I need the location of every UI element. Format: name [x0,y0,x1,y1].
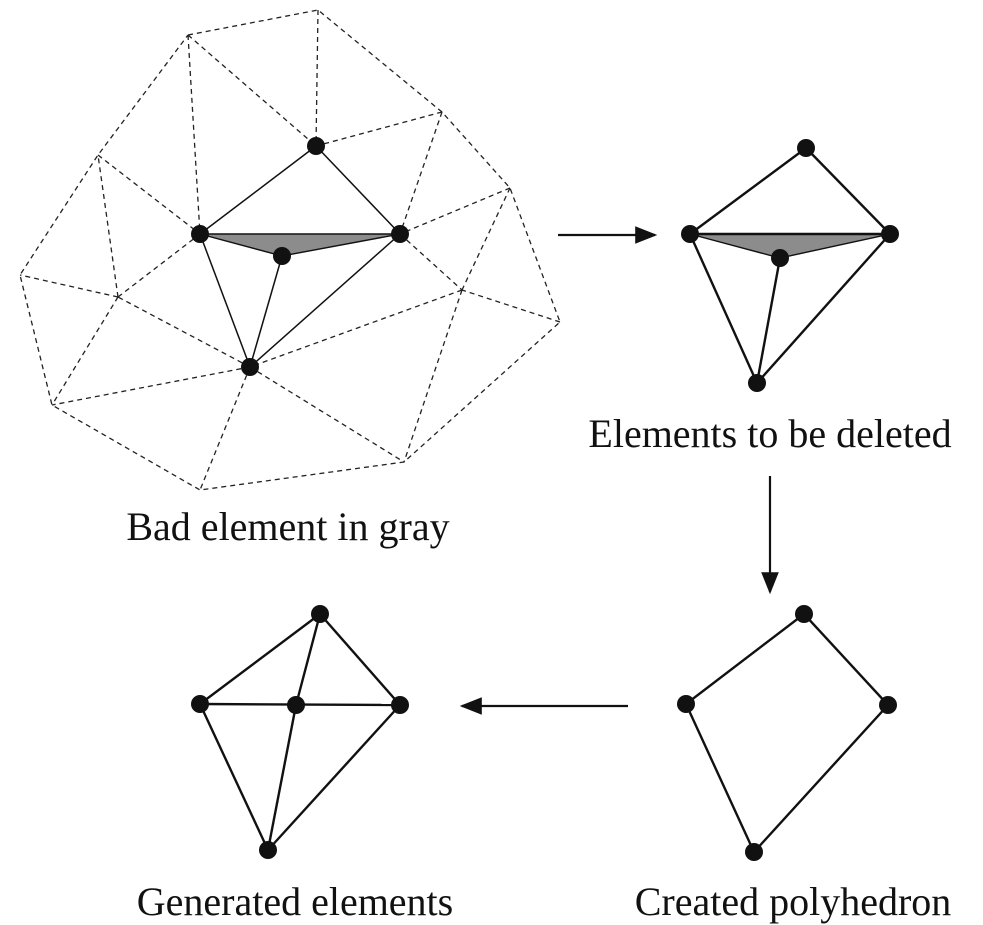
node [287,696,305,714]
mesh-edge [51,296,119,406]
deleted-element-nodes [681,139,899,392]
generated-element-edges [198,613,401,851]
node [879,696,897,714]
solid-edge [199,233,251,368]
caption-elements-to-delete: Elements to be deleted [588,411,951,456]
polyhedron-nodes [677,605,897,861]
solid-edge [198,703,270,851]
solid-edge [689,147,807,235]
node [748,374,766,392]
mesh-edge [403,289,463,463]
solid-edge [249,255,283,368]
surrounding-mesh [19,9,561,491]
node [191,695,209,713]
generated-element-nodes [191,605,409,859]
caption-bad-element: Bad element in gray [126,504,449,549]
mesh-edge [461,289,561,323]
caption-generated-elements: Generated elements [137,879,454,924]
node [795,605,813,623]
cavity-edges [199,145,401,368]
solid-edge [199,145,317,235]
solid-edge [319,613,401,706]
mesh-edge [249,366,405,463]
bad-element-gray [689,233,891,259]
node [191,225,209,243]
mesh-edge [187,34,317,147]
node [307,137,325,155]
deleted-element-edges [688,147,891,384]
node [273,247,291,265]
mesh-edge [249,289,463,368]
mesh-edge [97,154,119,298]
panel-elements-to-delete: Elements to be deleted [588,139,952,456]
mesh-edge [187,34,201,235]
node [677,695,695,713]
solid-edge [199,613,321,705]
node [745,843,763,861]
solid-edge [249,233,401,368]
mesh-edge [97,154,201,235]
mesh-edge [315,9,319,147]
mesh-edge [399,233,463,291]
node [259,841,277,859]
node [391,225,409,243]
node [881,225,899,243]
polyhedron-outline [684,612,890,855]
bad-element-gray [199,233,401,257]
node [681,225,699,243]
solid-edge [266,704,298,851]
node [241,358,259,376]
solid-edge [315,145,401,235]
mesh-edge [117,296,251,368]
node [797,139,815,157]
solid-edge [267,704,401,851]
solid-edge [755,257,782,384]
mesh-edge [315,111,443,147]
solid-edge [688,233,759,384]
mesh-nodes [191,137,409,376]
mesh-edge [51,366,251,406]
node [391,696,409,714]
mesh-edge [399,187,511,235]
solid-edge [756,233,891,384]
mesh-edge [199,366,251,491]
panel-created-polyhedron: Created polyhedron [635,605,952,924]
solid-edge [805,147,891,235]
mesh-edge [117,233,201,298]
mesh-edge [461,187,511,291]
node [311,605,329,623]
node [771,249,789,267]
panel-generated-elements: Generated elements [137,605,454,924]
mesh-edge [19,274,119,298]
panel-bad-element: Bad element in gray [19,9,561,549]
caption-created-polyhedron: Created polyhedron [635,879,952,924]
solid-edge [294,613,322,706]
mesh-edge [399,111,443,235]
